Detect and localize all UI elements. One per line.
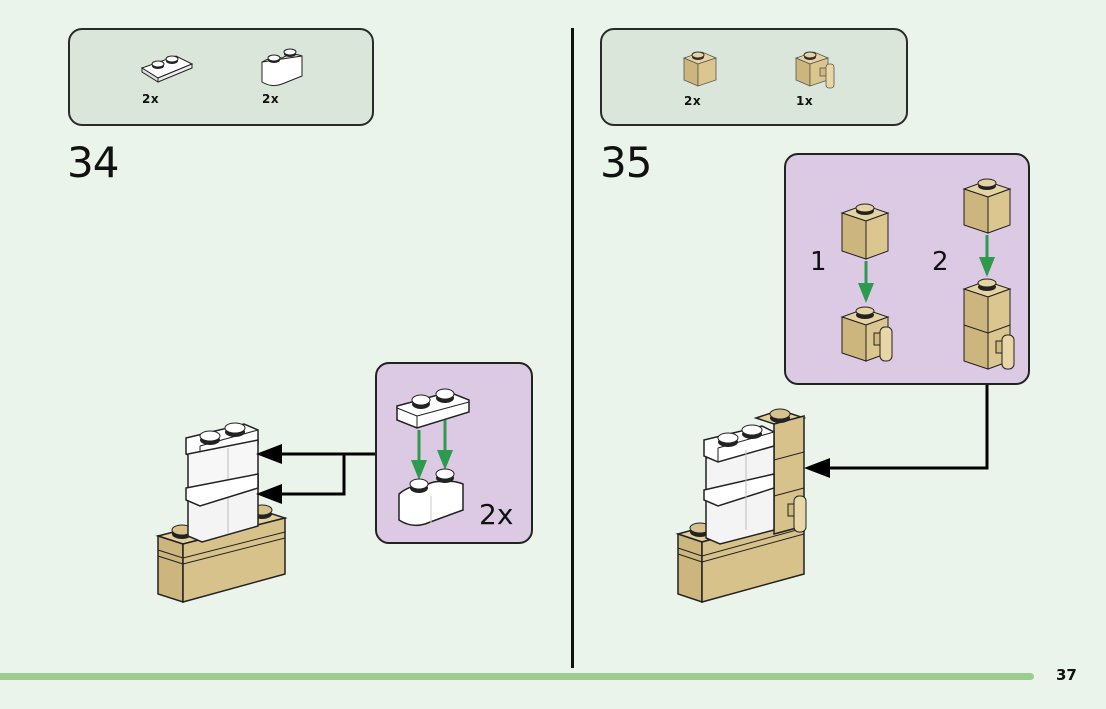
part-white-curved-brick: 2x [256,46,326,106]
white-plate-icon [140,55,194,83]
green-arrow-icon [858,283,874,303]
arrow-head [804,458,830,478]
step-34-assembly-illustration [155,422,376,604]
green-arrow-icon [411,460,427,480]
callout-step-35: 1 2 [784,153,1030,385]
green-arrow-icon [979,257,995,277]
substep-2-illustration [962,178,1015,370]
green-arrow-icon [437,450,453,470]
page-number: 37 [1056,666,1077,684]
callout-step-34: 2x [375,362,533,544]
step-35-assembly-illustration [675,385,989,604]
parts-list-step-35: 2x 1x [600,28,908,126]
tan-brick-icon [682,51,718,87]
footer-progress-bar [0,673,1034,680]
arrow-head-lower [256,484,282,504]
substep-number-2: 2 [932,247,949,277]
page-divider [571,28,574,668]
part-quantity: 2x [684,94,702,108]
part-tan-brick-with-handle: 1x [792,48,862,108]
substep-number-1: 1 [810,247,827,277]
callout-multiplier: 2x [479,498,514,531]
step-number-34: 34 [67,138,119,187]
parts-list-step-34: 2x 2x [68,28,374,126]
substep-1-illustration [840,203,893,362]
step-number-35: 35 [600,138,652,187]
white-curved-brick-icon [261,48,303,87]
tan-handle-brick-icon [794,51,835,89]
arrow-head-upper [256,444,282,464]
part-quantity: 2x [142,92,160,106]
callout-34-illustration [396,388,470,527]
part-tan-brick-1x1: 2x [680,48,750,108]
part-quantity: 1x [796,94,814,108]
part-quantity: 2x [262,92,280,106]
part-white-plate-1x2: 2x [136,46,206,106]
